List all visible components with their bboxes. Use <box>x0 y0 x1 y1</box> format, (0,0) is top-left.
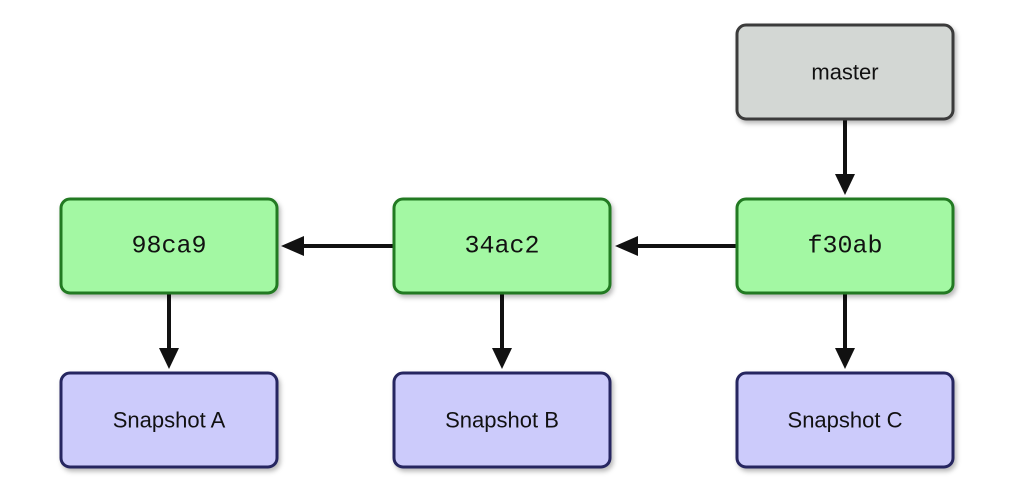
snapshot-c: Snapshot C <box>735 371 955 469</box>
arrow-98ca9-to-snapshot-a <box>159 294 179 369</box>
snapshot-a: Snapshot A <box>59 371 279 469</box>
commit-34ac2-id: 34ac2 <box>464 232 539 261</box>
commit-34ac2-box <box>392 197 612 295</box>
commit-98ca9-box <box>59 197 279 295</box>
branch-master: master <box>735 23 955 121</box>
commit-98ca9: 98ca9 <box>59 197 279 295</box>
arrow-f30ab-to-snapshot-c <box>835 294 855 369</box>
arrow-master-to-f30ab <box>835 120 855 195</box>
commit-f30ab-id: f30ab <box>807 232 882 261</box>
snapshot-c-box <box>735 371 955 469</box>
snapshot-b-label: Snapshot B <box>445 408 559 433</box>
snapshot-a-box <box>59 371 279 469</box>
snapshot-a-label: Snapshot A <box>113 408 226 433</box>
commit-f30ab-box <box>735 197 955 295</box>
branch-master-box <box>735 23 955 121</box>
arrow-f30ab-to-34ac2 <box>615 236 736 256</box>
commit-34ac2: 34ac2 <box>392 197 612 295</box>
snapshot-c-label: Snapshot C <box>788 408 903 433</box>
arrows <box>159 120 855 369</box>
snapshot-b-box <box>392 371 612 469</box>
arrow-34ac2-to-snapshot-b <box>492 294 512 369</box>
snapshot-b: Snapshot B <box>392 371 612 469</box>
commit-98ca9-id: 98ca9 <box>131 232 206 261</box>
branch-master-label: master <box>811 60 878 85</box>
arrow-34ac2-to-98ca9 <box>281 236 393 256</box>
commit-f30ab: f30ab <box>735 197 955 295</box>
